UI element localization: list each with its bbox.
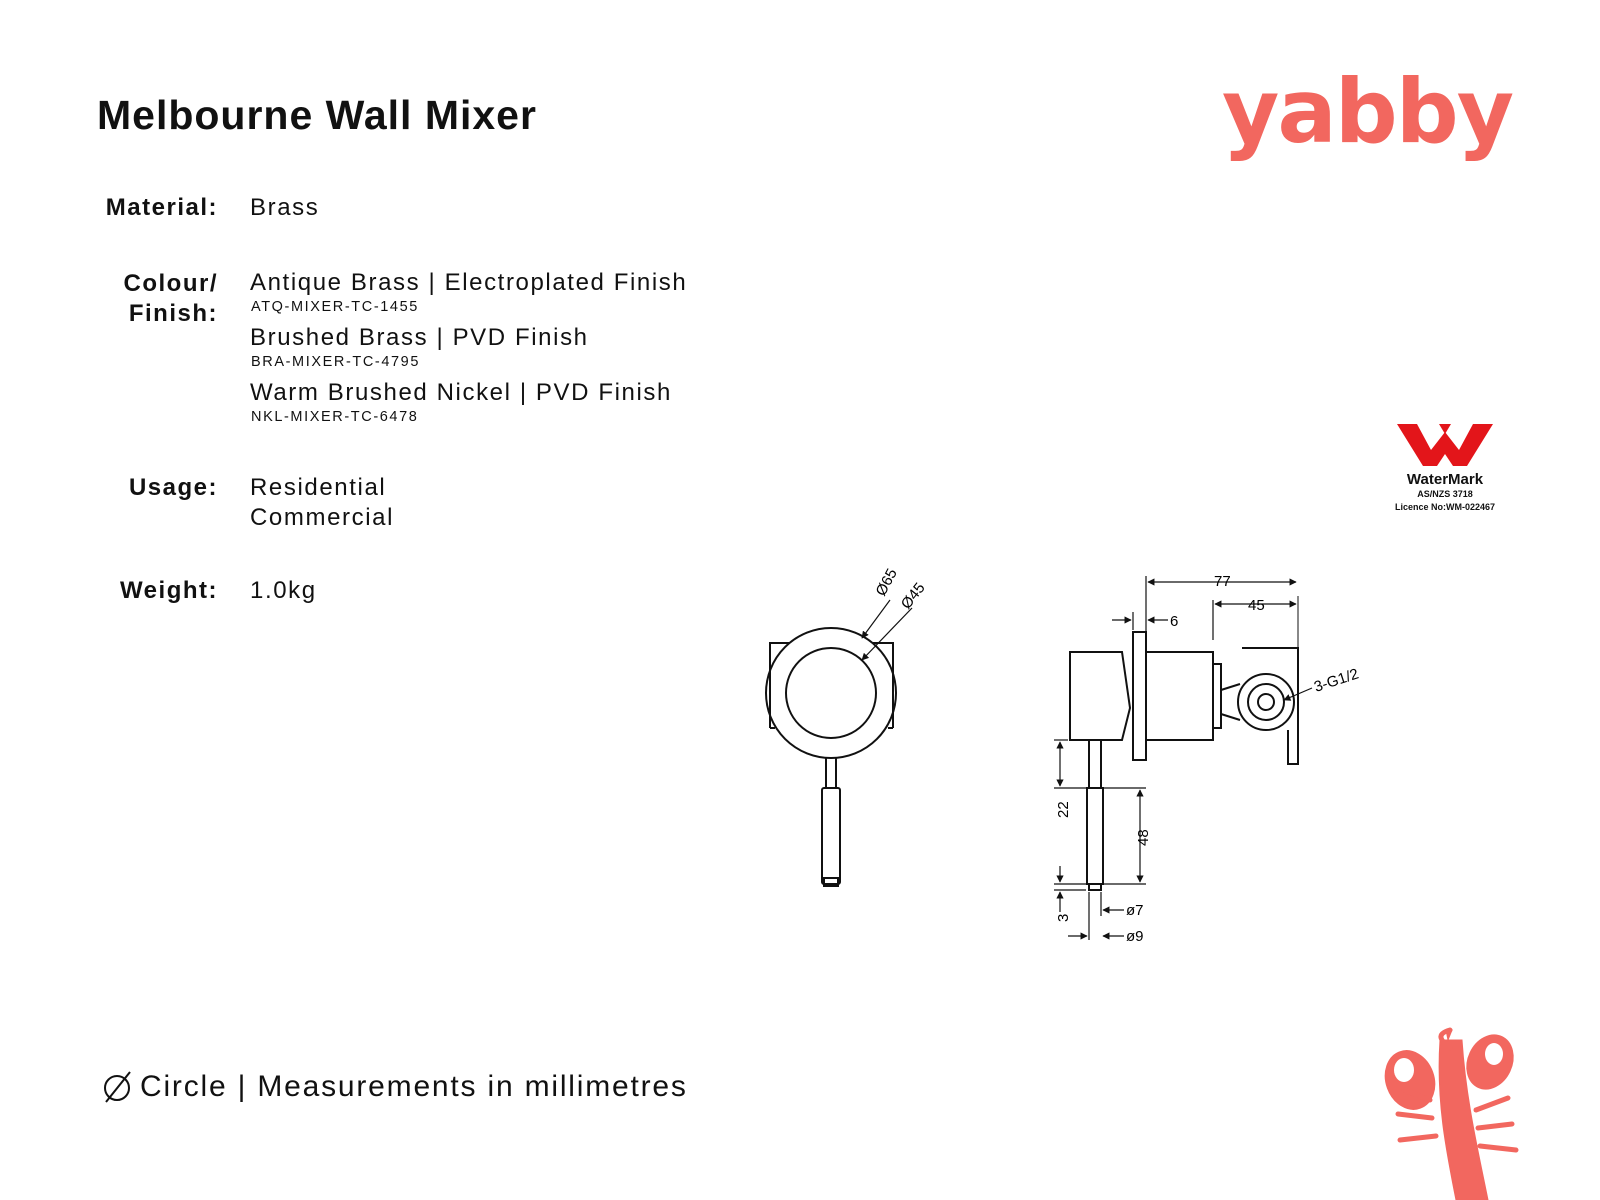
- dim-depth: 77: [1214, 573, 1231, 590]
- finish-name-1: Antique Brass | Electroplated Finish: [250, 269, 688, 296]
- finish-code-1: ATQ-MIXER-TC-1455: [251, 299, 419, 315]
- material-value: Brass: [250, 194, 320, 221]
- usage-value-1: Residential: [250, 474, 387, 501]
- finish-name-2: Brushed Brass | PVD Finish: [250, 324, 589, 351]
- colour-label-line1: Colour/: [123, 270, 218, 297]
- side-dimension-lines: [1054, 576, 1313, 940]
- dim-lever-len: 48: [1135, 829, 1152, 846]
- front-dia-outer: Ø65: [873, 566, 901, 599]
- product-title: Melbourne Wall Mixer: [97, 92, 537, 138]
- dim-lever-gap: 22: [1055, 801, 1072, 818]
- watermark-standard: AS/NZS 3718: [1417, 489, 1473, 499]
- dim-tip: 3: [1055, 914, 1072, 922]
- dim-plate: 6: [1170, 613, 1178, 630]
- dim-dia-large: ø9: [1126, 928, 1144, 945]
- material-label: Material:: [105, 194, 218, 221]
- measurement-note-text: Circle | Measurements in millimetres: [140, 1070, 688, 1103]
- usage-value-2: Commercial: [250, 504, 395, 531]
- watermark-licence: Licence No:WM-022467: [1394, 502, 1496, 512]
- dim-body: 45: [1248, 597, 1265, 614]
- dim-thread: 3-G1/2: [1312, 665, 1361, 695]
- measurement-note: Circle | Measurements in millimetres: [102, 1070, 688, 1104]
- lobster-mascot-icon: [1384, 1027, 1519, 1200]
- side-view: [1069, 596, 1299, 891]
- usage-label: Usage:: [128, 474, 218, 501]
- finish-name-3: Warm Brushed Nickel | PVD Finish: [250, 379, 672, 406]
- watermark-name: WaterMark: [1406, 471, 1484, 488]
- front-view: [765, 599, 913, 887]
- dim-dia-small: ø7: [1126, 902, 1144, 919]
- weight-label: Weight:: [119, 577, 218, 604]
- watermark-certification: WaterMark AS/NZS 3718 Licence No:WM-0224…: [1390, 420, 1500, 512]
- front-dia-inner: Ø45: [898, 580, 929, 613]
- finish-code-3: NKL-MIXER-TC-6478: [251, 409, 419, 425]
- colour-label-line2: Finish:: [128, 300, 218, 327]
- brand-logo: yabby: [1222, 60, 1514, 163]
- watermark-logo-icon: [1397, 424, 1493, 466]
- finish-code-2: BRA-MIXER-TC-4795: [251, 354, 421, 370]
- weight-value: 1.0kg: [250, 577, 317, 604]
- circle-diameter-icon: [104, 1071, 131, 1103]
